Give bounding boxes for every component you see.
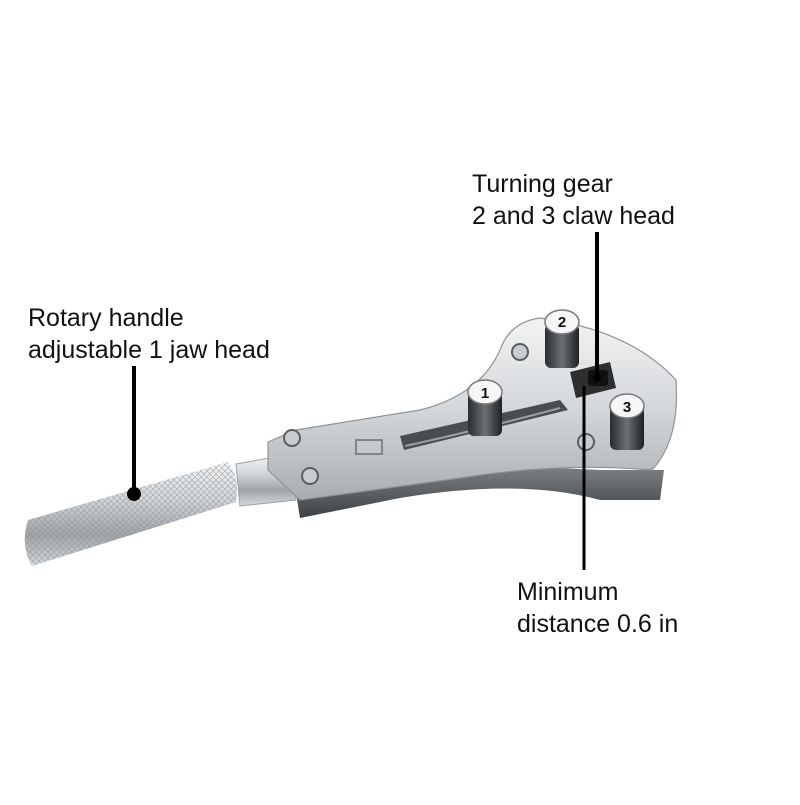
claw-3-post: 3 <box>609 393 645 450</box>
minimum-distance-label: Minimum distance 0.6 in <box>517 576 678 640</box>
turning-gear-block <box>570 362 616 398</box>
rotary-handle-label-line1: Rotary handle <box>28 304 184 332</box>
rotary-handle-label-line2: adjustable 1 jaw head <box>28 336 270 364</box>
minimum-distance-label-line2: distance 0.6 in <box>517 610 679 638</box>
turning-gear-label: Turning gear 2 and 3 claw head <box>472 168 675 232</box>
claw-1-number: 1 <box>481 385 489 402</box>
claw-1-post: 1 <box>467 379 503 436</box>
turning-gear-label-line1: Turning gear <box>472 170 613 198</box>
rotary-handle-label: Rotary handle adjustable 1 jaw head <box>28 302 270 366</box>
callout-lines <box>127 232 601 570</box>
claw-2-number: 2 <box>558 314 566 331</box>
minimum-distance-label-line1: Minimum <box>517 578 619 606</box>
turning-gear-label-line2: 2 and 3 claw head <box>472 202 675 230</box>
claw-3-number: 3 <box>623 399 631 416</box>
screws <box>283 343 595 485</box>
knurled-handle <box>24 453 297 566</box>
claw-2-post: 2 <box>544 309 580 368</box>
